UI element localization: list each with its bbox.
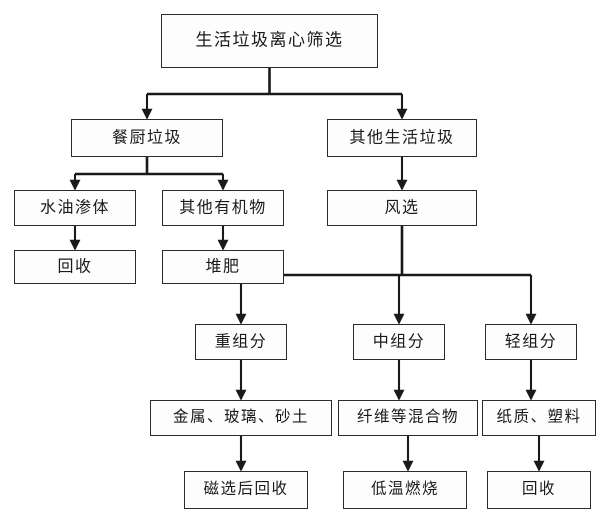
flow-node-label: 纸质、塑料 xyxy=(496,407,582,426)
flow-node-lowtemp[interactable]: 低温燃烧 xyxy=(343,471,467,509)
flow-node-label: 生活垃圾离心筛选 xyxy=(195,30,344,50)
flow-node-label: 其他生活垃圾 xyxy=(349,127,455,147)
flow-node-windsort[interactable]: 风选 xyxy=(327,190,477,226)
flow-node-label: 回收 xyxy=(521,479,556,498)
flow-node-organic[interactable]: 其他有机物 xyxy=(162,190,284,226)
flow-node-label: 堆肥 xyxy=(205,256,241,276)
flow-node-heavy[interactable]: 重组分 xyxy=(195,324,287,360)
flow-node-label: 金属、玻璃、砂土 xyxy=(172,407,309,426)
flow-node-label: 磁选后回收 xyxy=(203,479,289,498)
flow-node-label: 纤维等混合物 xyxy=(356,407,459,426)
flow-node-label: 重组分 xyxy=(214,331,268,351)
flow-node-label: 餐厨垃圾 xyxy=(111,127,182,147)
flow-node-root[interactable]: 生活垃圾离心筛选 xyxy=(161,14,378,68)
flow-node-label: 轻组分 xyxy=(504,331,558,351)
flow-node-oilwater[interactable]: 水油渗体 xyxy=(14,190,136,226)
flow-node-fiber[interactable]: 纤维等混合物 xyxy=(338,400,478,436)
flow-node-light[interactable]: 轻组分 xyxy=(485,324,577,360)
flow-node-kitchen[interactable]: 餐厨垃圾 xyxy=(71,119,223,157)
flow-node-recycle2[interactable]: 回收 xyxy=(487,471,591,509)
flow-node-label: 水油渗体 xyxy=(39,197,110,217)
flow-node-label: 其他有机物 xyxy=(179,197,267,217)
flow-node-other[interactable]: 其他生活垃圾 xyxy=(327,119,477,157)
flow-node-label: 中组分 xyxy=(372,331,426,351)
flow-node-label: 回收 xyxy=(57,256,93,276)
flow-node-compost[interactable]: 堆肥 xyxy=(162,250,284,284)
flow-node-medium[interactable]: 中组分 xyxy=(353,324,445,360)
flow-node-metal[interactable]: 金属、玻璃、砂土 xyxy=(150,400,332,436)
flow-node-label: 低温燃烧 xyxy=(370,479,439,498)
flow-node-paper[interactable]: 纸质、塑料 xyxy=(482,400,596,436)
flow-node-label: 风选 xyxy=(384,197,420,217)
flow-node-recycle1[interactable]: 回收 xyxy=(14,250,136,284)
flow-node-magrec[interactable]: 磁选后回收 xyxy=(184,471,308,509)
